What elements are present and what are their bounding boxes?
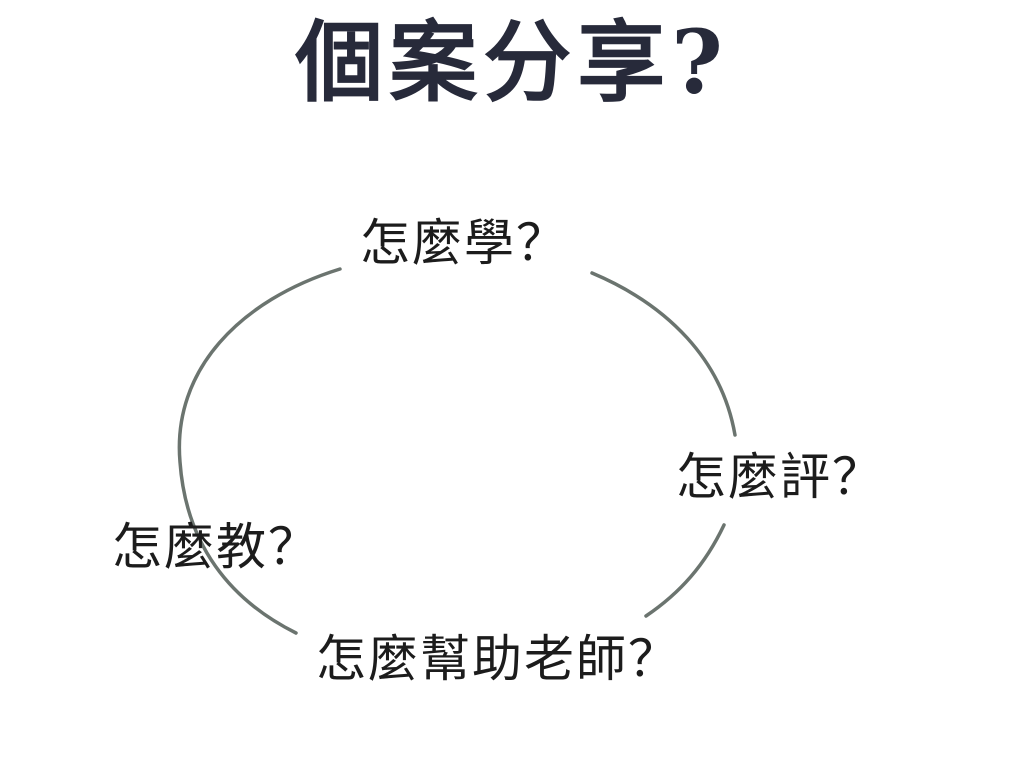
cycle-node-help-teacher: 怎麼幫助老師？ (316, 630, 680, 688)
cycle-arc-top-left (177, 267, 342, 635)
cycle-arc-top-right (590, 271, 737, 437)
cycle-node-teach: 怎麼教？ (112, 518, 320, 576)
cycle-arc-bottom-right (644, 523, 726, 618)
cycle-node-assess: 怎麼評？ (676, 448, 884, 506)
slide-title: 個案分享? (295, 10, 729, 114)
cycle-node-learn: 怎麼學？ (360, 214, 568, 272)
